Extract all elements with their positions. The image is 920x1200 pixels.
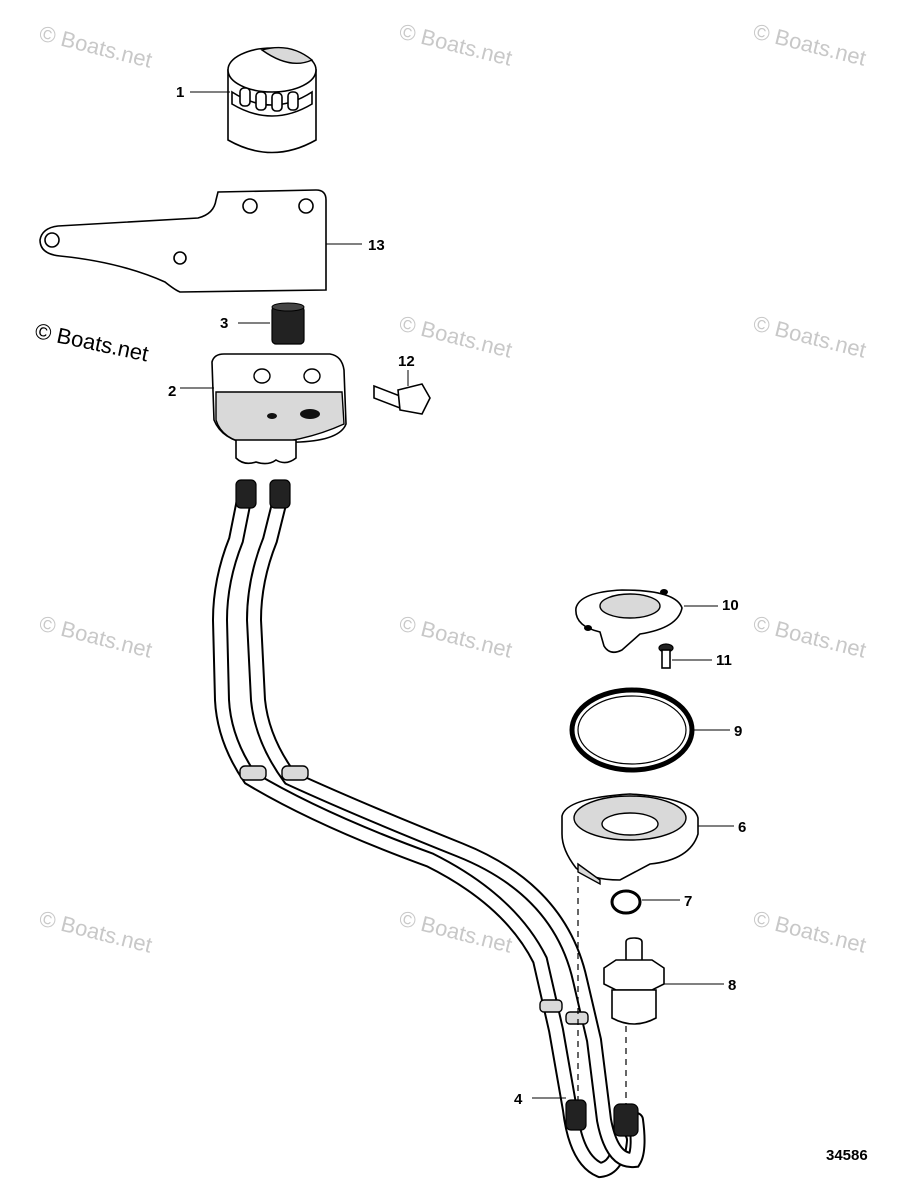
seal-ring-part (569, 687, 730, 773)
watermark-5: © Boats.net (751, 311, 869, 363)
callout-10: 10 (722, 597, 739, 614)
watermarks: © Boats.net © Boats.net © Boats.net © Bo… (37, 19, 869, 958)
callout-12: 12 (398, 353, 415, 370)
bolt-part (373, 370, 431, 415)
oil-filter-part (190, 46, 317, 154)
callout-9: 9 (734, 723, 742, 740)
callout-4: 4 (514, 1091, 523, 1108)
o-ring-part (610, 889, 680, 915)
watermark-3: © Boats.net (751, 19, 869, 71)
filter-housing-part (180, 353, 347, 465)
base-housing-part (561, 793, 734, 886)
watermark-2: © Boats.net (397, 19, 515, 71)
watermark-11: © Boats.net (751, 906, 869, 958)
callout-3: 3 (220, 315, 228, 332)
callout-1: 1 (176, 84, 184, 101)
watermark-9: © Boats.net (37, 906, 155, 958)
callout-7: 7 (684, 893, 692, 910)
watermark-7: © Boats.net (397, 611, 515, 663)
callout-11: 11 (716, 652, 732, 669)
watermark-1: © Boats.net (37, 21, 155, 73)
screw-part (658, 643, 712, 669)
cap-part (575, 589, 718, 654)
figure-number: 34586 (826, 1147, 868, 1164)
callout-labels: 1 13 3 12 2 10 11 9 6 7 8 4 34586 (168, 84, 868, 1164)
callout-8: 8 (728, 977, 736, 994)
callout-6: 6 (738, 819, 746, 836)
callout-13: 13 (368, 237, 385, 254)
callout-2: 2 (168, 383, 176, 400)
watermark-6: © Boats.net (37, 611, 155, 663)
bracket-part (39, 189, 362, 293)
hose-assembly (211, 479, 646, 1179)
adapter-part (238, 302, 305, 345)
watermark-8: © Boats.net (751, 611, 869, 663)
fitting-part (603, 937, 724, 1025)
